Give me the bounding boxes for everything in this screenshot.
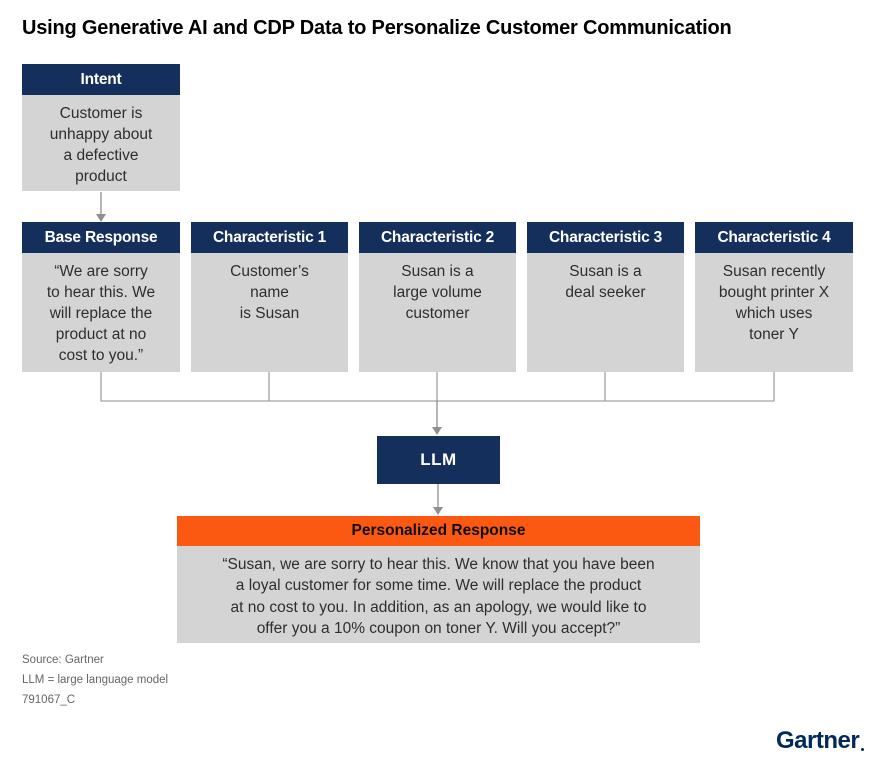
base-response-box-header: Base Response [22,222,180,253]
base-response-box-body: “We are sorry to hear this. We will repl… [22,253,180,372]
gartner-logo: Gartner [776,727,865,755]
characteristic-2-box-header: Characteristic 2 [359,222,516,253]
characteristic-2-box: Characteristic 2 Susan is a large volume… [359,222,516,372]
characteristic-3-box: Characteristic 3 Susan is a deal seeker [527,222,684,372]
document-code: 791067_C [22,694,76,706]
characteristic-4-box-header: Characteristic 4 [695,222,853,253]
base-response-box: Base Response “We are sorry to hear this… [22,222,180,372]
personalized-response-box-body: “Susan, we are sorry to hear this. We kn… [177,546,700,643]
intent-box: Intent Customer is unhappy about a defec… [22,64,180,191]
intent-box-body: Customer is unhappy about a defective pr… [22,95,180,191]
personalized-response-box: Personalized Response “Susan, we are sor… [177,516,700,643]
characteristic-4-box-body: Susan recently bought printer X which us… [695,253,853,372]
characteristic-2-box-body: Susan is a large volume customer [359,253,516,372]
source-note: Source: Gartner [22,654,104,666]
llm-to-response-arrow [433,484,443,515]
intent-to-base-arrow [96,192,106,222]
personalized-response-box-header: Personalized Response [177,516,700,546]
characteristic-1-box: Characteristic 1 Customer’s name is Susa… [191,222,348,372]
diagram-title: Using Generative AI and CDP Data to Pers… [22,17,732,39]
characteristic-4-box: Characteristic 4 Susan recently bought p… [695,222,853,372]
characteristic-3-box-body: Susan is a deal seeker [527,253,684,372]
gartner-logo-text: Gartner [776,727,860,754]
intent-box-header: Intent [22,64,180,95]
registered-mark-dot [861,748,865,751]
characteristic-1-box-header: Characteristic 1 [191,222,348,253]
characteristic-3-box-header: Characteristic 3 [527,222,684,253]
characteristic-1-box-body: Customer’s name is Susan [191,253,348,372]
llm-box: LLM [377,436,500,484]
merge-to-llm-arrow [432,401,442,435]
abbreviation-note: LLM = large language model [22,674,169,686]
merge-connector [100,372,775,402]
